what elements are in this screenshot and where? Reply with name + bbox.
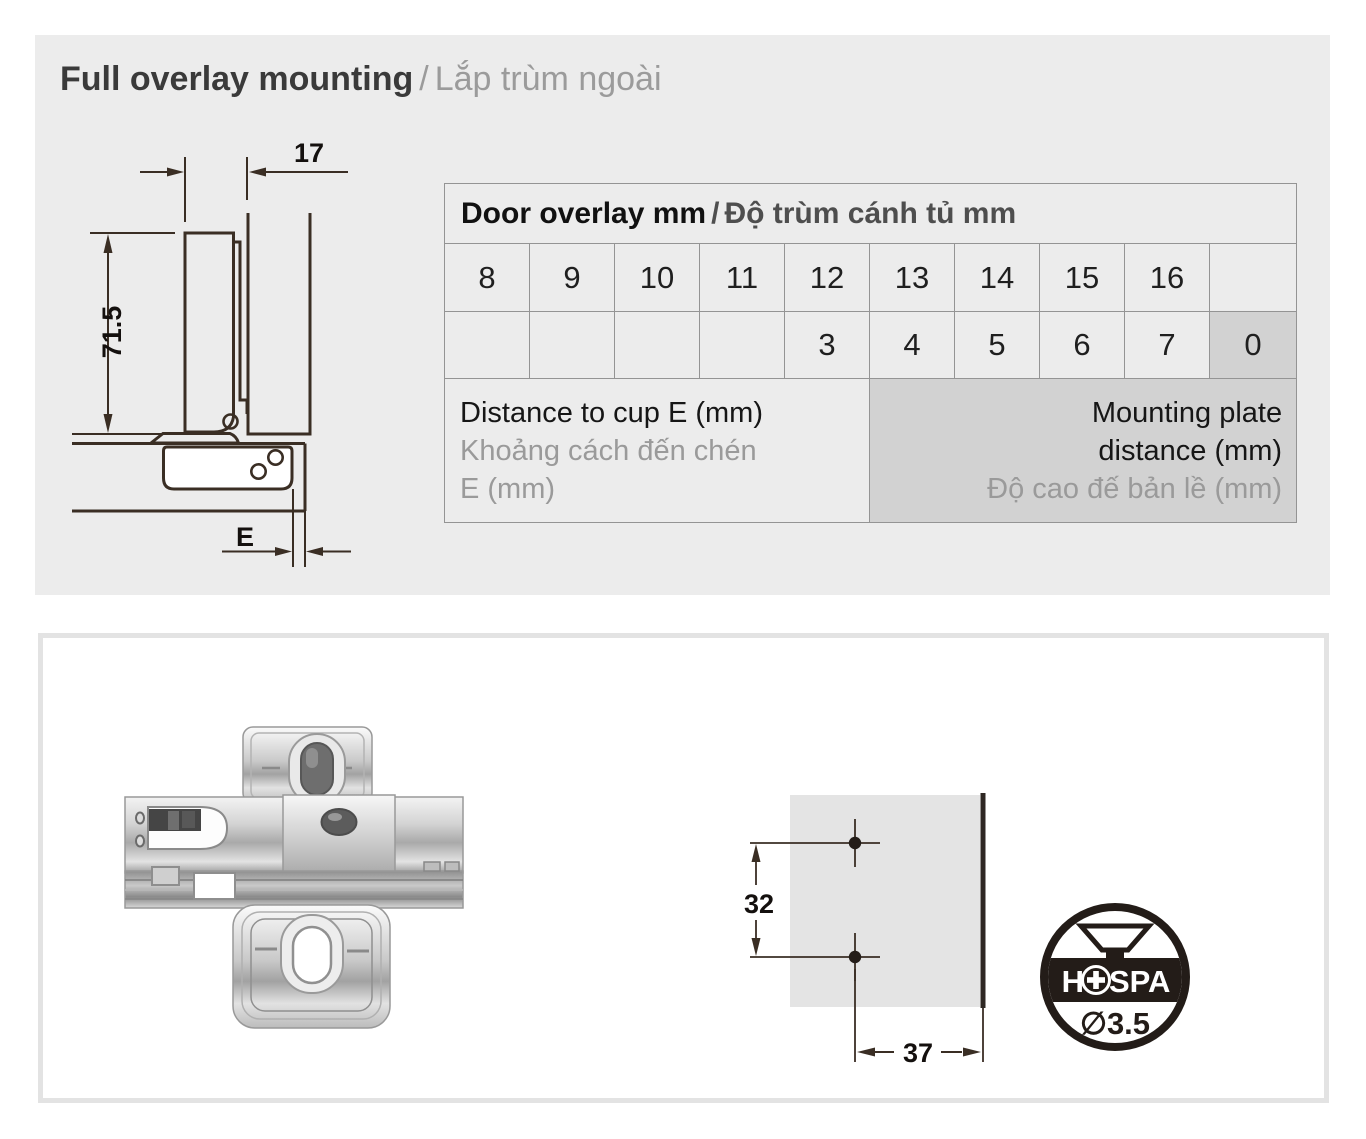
- overlay-value-cell: [1208, 243, 1298, 312]
- overlay-value-cell: 13: [869, 243, 955, 312]
- center-screw-hole: [320, 808, 358, 836]
- panel-face: [790, 795, 980, 1007]
- hospa-logo: H SPA ∅3.5: [1040, 903, 1190, 1051]
- plate-distance-cell: [699, 311, 785, 379]
- logo-text-spa: SPA: [1109, 964, 1170, 999]
- pozidriv-icon: [1081, 965, 1111, 995]
- plate-distance-cell: 3: [784, 311, 870, 379]
- base-square-hole: [193, 872, 236, 900]
- dimension-71-5: 71.5: [72, 232, 175, 435]
- hinge-cross-section-diagram: 17 71.5: [72, 138, 351, 567]
- page-title-separator: /: [419, 60, 429, 98]
- diameter-label: ∅3.5: [1080, 1006, 1150, 1041]
- overlay-values-row: 8 9 10 11 12 13 14 15 16: [444, 243, 1298, 312]
- mounting-plate-english-1: Mounting plate: [1091, 396, 1283, 429]
- small-pin-hole: [135, 811, 145, 825]
- distance-to-cup-label-cell: Distance to cup E (mm) Khoảng cách đến c…: [444, 378, 870, 523]
- mounting-plate-illustration: [124, 726, 464, 1029]
- drill-point-top: [750, 819, 880, 867]
- dim-label-71-5: 71.5: [97, 306, 127, 359]
- dimension-37: 37: [854, 969, 984, 1068]
- overlay-value-cell: 8: [444, 243, 530, 312]
- hinge-pivot: [222, 413, 239, 430]
- plate-distance-cell: 6: [1039, 311, 1125, 379]
- dimension-17: 17: [140, 138, 348, 222]
- dim-label-e: E: [236, 522, 254, 552]
- door-overlay-table: Door overlay mm/Độ trùm cánh tủ mm 8 9 1…: [443, 183, 1298, 523]
- overlay-value-cell: 12: [784, 243, 870, 312]
- plate-right-arm: [392, 796, 464, 874]
- mounting-plate-english-2: distance (mm): [1098, 434, 1283, 467]
- dim-label-37: 37: [903, 1038, 933, 1068]
- overlay-value-cell: 14: [954, 243, 1040, 312]
- plate-distance-cell: 5: [954, 311, 1040, 379]
- small-pin-hole: [135, 834, 145, 848]
- table-header-separator: /: [711, 196, 720, 230]
- dim-label-32: 32: [744, 889, 774, 919]
- door-panel-outline: [183, 231, 235, 434]
- hinge-arm-outline: [233, 240, 249, 414]
- overlay-value-cell: 9: [529, 243, 615, 312]
- overlay-value-cell: 15: [1039, 243, 1125, 312]
- drilling-diagram: 32 37: [744, 793, 986, 1068]
- top-section-panel: Full overlay mounting/Lắp trùm ngoài 17 …: [35, 35, 1330, 595]
- plate-distance-cell: 4: [869, 311, 955, 379]
- overlay-value-cell: 11: [699, 243, 785, 312]
- page-title-vietnamese: Lắp trùm ngoài: [434, 60, 662, 98]
- plate-distance-row: 3 4 5 6 7 0: [444, 311, 1298, 379]
- plate-distance-cell-highlight: 0: [1208, 311, 1298, 379]
- table-header-cell: Door overlay mm/Độ trùm cánh tủ mm: [443, 183, 1298, 244]
- table-header-english: Door overlay mm: [461, 196, 707, 230]
- plate-distance-cell: [529, 311, 615, 379]
- plate-screw-hole: [266, 448, 284, 466]
- mounting-plate-distance-label-cell: Mounting plate distance (mm) Độ cao đế b…: [868, 378, 1298, 523]
- logo-text-h: H: [1062, 964, 1084, 999]
- page-title: Full overlay mounting/Lắp trùm ngoài: [60, 56, 662, 102]
- distance-to-cup-english: Distance to cup E (mm): [460, 396, 763, 429]
- logo-band: [1048, 958, 1182, 1002]
- dimension-32: 32: [744, 844, 774, 956]
- screw-head-icon: [1075, 923, 1155, 959]
- distance-to-cup-vietnamese-2: E (mm): [460, 472, 556, 505]
- distance-to-cup-vietnamese-1: Khoảng cách đến chén: [460, 434, 757, 467]
- plate-distance-cell: 7: [1124, 311, 1210, 379]
- table-header-vietnamese: Độ trùm cánh tủ mm: [724, 196, 1017, 230]
- plate-distance-cell: [444, 311, 530, 379]
- base-clip: [151, 866, 180, 886]
- plate-distance-cell: [614, 311, 700, 379]
- page-title-english: Full overlay mounting: [60, 60, 414, 98]
- plate-screw-hole: [250, 462, 268, 480]
- dim-label-17: 17: [294, 138, 324, 168]
- overlay-value-cell: 10: [614, 243, 700, 312]
- mounting-plate-vietnamese: Độ cao đế bản lề (mm): [987, 472, 1283, 505]
- bottom-screw-slot: [291, 925, 333, 985]
- hinge-cup-dome: [146, 432, 241, 445]
- cabinet-panel-outline: [246, 213, 312, 436]
- overlay-value-cell: 16: [1124, 243, 1210, 312]
- dimension-e: E: [222, 489, 351, 567]
